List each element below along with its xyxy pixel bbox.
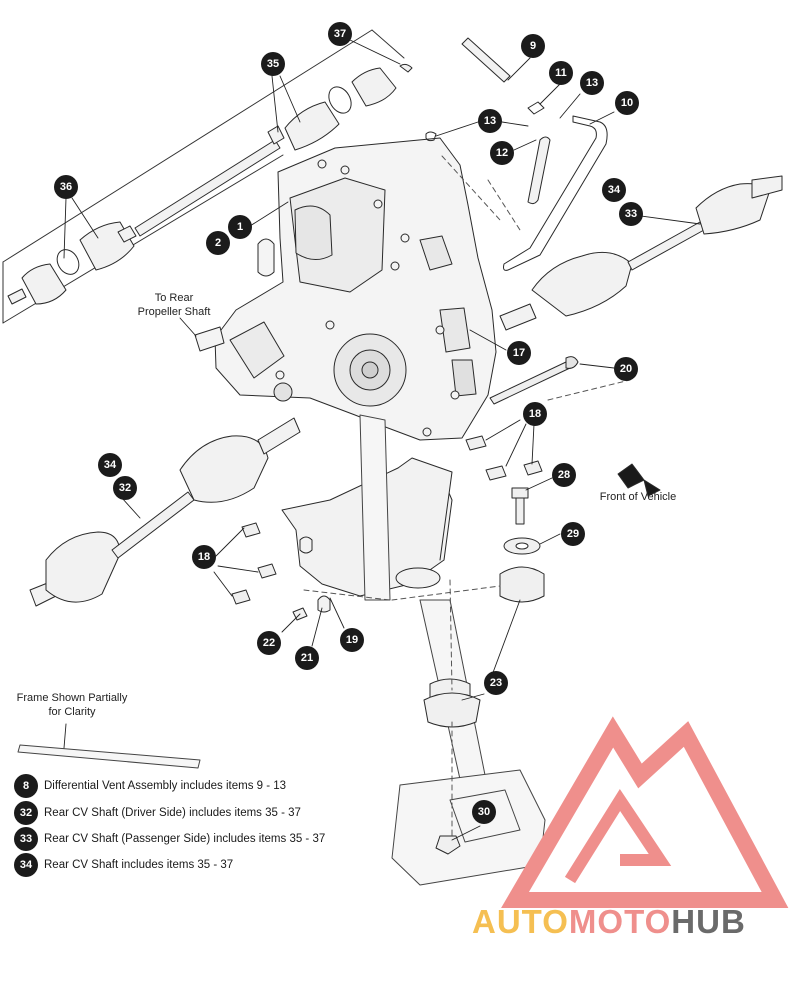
callout-32: 32 [113, 476, 137, 500]
legend-row-33: 33 Rear CV Shaft (Passenger Side) includ… [14, 827, 325, 851]
watermark-part-moto: MOTO [568, 903, 672, 940]
callout-1: 1 [228, 215, 252, 239]
callout-34: 34 [98, 453, 122, 477]
legend-text-33: Rear CV Shaft (Passenger Side) includes … [44, 833, 326, 845]
callout-9: 9 [521, 34, 545, 58]
legend-callout-34: 34 [14, 853, 38, 877]
frame-note-line2: for Clarity [48, 706, 96, 718]
legend-callout-32: 32 [14, 801, 38, 825]
callout-2: 2 [206, 231, 230, 255]
callout-18: 18 [192, 545, 216, 569]
callout-19: 19 [340, 628, 364, 652]
callout-18: 18 [523, 402, 547, 426]
rear-propeller-line1: To Rear [154, 292, 194, 304]
callout-13: 13 [580, 71, 604, 95]
legend-row-34: 34 Rear CV Shaft includes items 35 - 37 [14, 853, 233, 877]
watermark-part-hub: HUB [671, 903, 746, 940]
callout-35: 35 [261, 52, 285, 76]
callout-13: 13 [478, 109, 502, 133]
callout-30: 30 [472, 800, 496, 824]
callout-33: 33 [619, 202, 643, 226]
frame-column [17, 414, 546, 886]
legend-callout-8: 8 [14, 774, 38, 798]
callout-36: 36 [54, 175, 78, 199]
callout-34: 34 [602, 178, 626, 202]
left-cv-shaft [29, 417, 301, 607]
callout-17: 17 [507, 341, 531, 365]
legend-row-32: 32 Rear CV Shaft (Driver Side) includes … [14, 801, 301, 825]
watermark-logo-icon [501, 716, 789, 908]
callout-23: 23 [484, 671, 508, 695]
transaxle-housing [194, 137, 497, 441]
callout-37: 37 [328, 22, 352, 46]
bolt-20 [489, 356, 579, 405]
frame-note-label: Frame Shown Partially for Clarity [2, 691, 142, 719]
upper-cv-shaft [7, 63, 413, 305]
callout-28: 28 [552, 463, 576, 487]
alignment-lines [303, 155, 631, 837]
legend-row-8: 8 Differential Vent Assembly includes it… [14, 774, 286, 798]
callout-21: 21 [295, 646, 319, 670]
front-arrow-icon [617, 463, 661, 497]
watermark-part-auto: AUTO [472, 903, 569, 940]
callout-29: 29 [561, 522, 585, 546]
watermark-brand: AUTOMOTOHUB [472, 902, 746, 942]
callout-20: 20 [614, 357, 638, 381]
front-of-vehicle-label: Front of Vehicle [599, 491, 677, 503]
callout-12: 12 [490, 141, 514, 165]
legend-text-34: Rear CV Shaft includes items 35 - 37 [44, 859, 234, 871]
legend-text-8: Differential Vent Assembly includes item… [44, 780, 287, 792]
frame-note-line1: Frame Shown Partially [16, 692, 128, 704]
callout-22: 22 [257, 631, 281, 655]
fasteners [231, 435, 545, 855]
callout-11: 11 [549, 61, 573, 85]
vent-tube-assembly [425, 37, 608, 271]
legend-text-32: Rear CV Shaft (Driver Side) includes ite… [44, 807, 301, 819]
right-cv-shaft [499, 175, 783, 331]
callout-10: 10 [615, 91, 639, 115]
legend-callout-33: 33 [14, 827, 38, 851]
rear-propeller-label: To Rear Propeller Shaft [124, 291, 224, 319]
rear-propeller-line2: Propeller Shaft [137, 306, 211, 318]
